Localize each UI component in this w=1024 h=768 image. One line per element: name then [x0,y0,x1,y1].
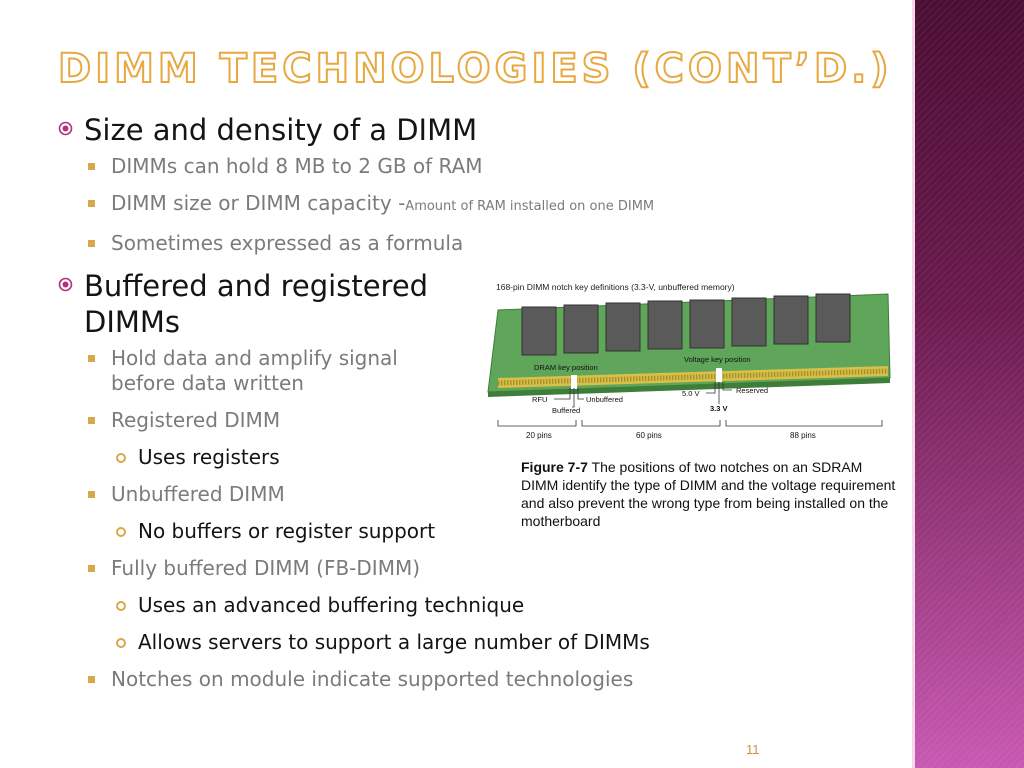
bullet-level3: No buffers or register support [58,519,918,544]
square-bullet-icon [88,355,95,362]
square-bullet-icon [88,163,95,170]
bullet-level2: Registered DIMM [58,408,918,433]
slide-title-svg: DIMM TECHNOLOGIES (CONT’D.) [58,45,893,92]
dimm-diagram: 168-pin DIMM notch key definitions (3.3-… [487,282,891,440]
square-bullet-icon [88,417,95,424]
bullet-level2: Unbuffered DIMM [58,482,918,507]
bullet-text: DIMMs can hold 8 MB to 2 GB of RAM [111,154,483,178]
bullet-level1: Size and density of a DIMM [58,112,918,148]
buffered-label: Buffered [552,406,580,415]
decorative-side-panel [912,0,1024,768]
bullet-level2: Notches on module indicate supported tec… [58,667,918,692]
bullet-text: Sometimes expressed as a formula [111,231,464,255]
circle-bullet-icon [58,121,73,136]
pins-20-label: 20 pins [526,431,552,440]
side-panel-texture [912,0,1024,768]
leader-lines [554,382,732,408]
pin-brackets [497,420,883,427]
slide-title-container: DIMM TECHNOLOGIES (CONT’D.) [58,36,898,92]
bullet-level3: Allows servers to support a large number… [58,630,918,655]
bullet-list: Size and density of a DIMM DIMMs can hol… [58,112,918,704]
bullet-level1: Buffered and registered DIMMs [58,268,474,340]
figure-caption: Figure 7-7 The positions of two notches … [521,458,901,530]
bullet-text: Allows servers to support a large number… [138,630,650,654]
reserved-label: Reserved [736,386,768,395]
pins-60-label: 60 pins [636,431,662,440]
figure-caption-label: Figure 7-7 [521,459,588,475]
3v3-label: 3.3 V [710,404,728,413]
figure-caption-text: The positions of two notches on an SDRAM… [521,459,896,529]
bullet-text: DIMM size or DIMM capacity - [111,191,406,215]
bullet-level2: DIMM size or DIMM capacity -Amount of RA… [58,191,918,219]
bullet-level2: DIMMs can hold 8 MB to 2 GB of RAM [58,154,918,179]
bullet-text: No buffers or register support [138,519,436,543]
square-bullet-icon [88,565,95,572]
bullet-text: Fully buffered DIMM (FB-DIMM) [111,556,421,580]
dram-key-label: DRAM key position [534,363,598,372]
dimm-board-edge [488,378,890,397]
bullet-level2: Sometimes expressed as a formula [58,231,918,256]
bullet-text: Registered DIMM [111,408,281,432]
figure-heading: 168-pin DIMM notch key definitions (3.3-… [496,282,735,292]
bullet-text: Uses registers [138,445,280,469]
ring-bullet-icon [116,527,126,537]
slide-title: DIMM TECHNOLOGIES (CONT’D.) [58,46,893,92]
square-bullet-icon [88,200,95,207]
voltage-key-label: Voltage key position [684,355,751,364]
bullet-level2: Hold data and amplify signal before data… [58,346,441,396]
dimm-figure: 168-pin DIMM notch key definitions (3.3-… [484,280,894,445]
bullet-text: Uses an advanced buffering technique [138,593,525,617]
bullet-text: Unbuffered DIMM [111,482,285,506]
memory-chips [521,293,851,356]
bullet-text: Buffered and registered DIMMs [84,269,429,339]
bullet-text: Hold data and amplify signal before data… [111,346,398,395]
square-bullet-icon [88,240,95,247]
circle-bullet-icon [58,277,73,292]
bullet-small-text: Amount of RAM installed on one DIMM [405,199,655,214]
bullet-level2: Fully buffered DIMM (FB-DIMM) [58,556,918,581]
unbuffered-label: Unbuffered [586,395,623,404]
square-bullet-icon [88,676,95,683]
page-number: 11 [746,742,760,757]
bullet-text: Size and density of a DIMM [84,113,478,147]
square-bullet-icon [88,491,95,498]
bullet-text: Notches on module indicate supported tec… [111,667,634,691]
dram-key-notch [571,375,577,389]
rfu-label: RFU [532,395,547,404]
bullet-level3: Uses an advanced buffering technique [58,593,918,618]
pins-88-label: 88 pins [790,431,816,440]
voltage-key-notch [716,368,722,382]
5v-label: 5.0 V [682,389,700,398]
ring-bullet-icon [116,453,126,463]
ring-bullet-icon [116,601,126,611]
side-panel-edge [912,0,915,768]
bullet-level3: Uses registers [58,445,918,470]
dimm-pin-lines [497,368,889,386]
ring-bullet-icon [116,638,126,648]
